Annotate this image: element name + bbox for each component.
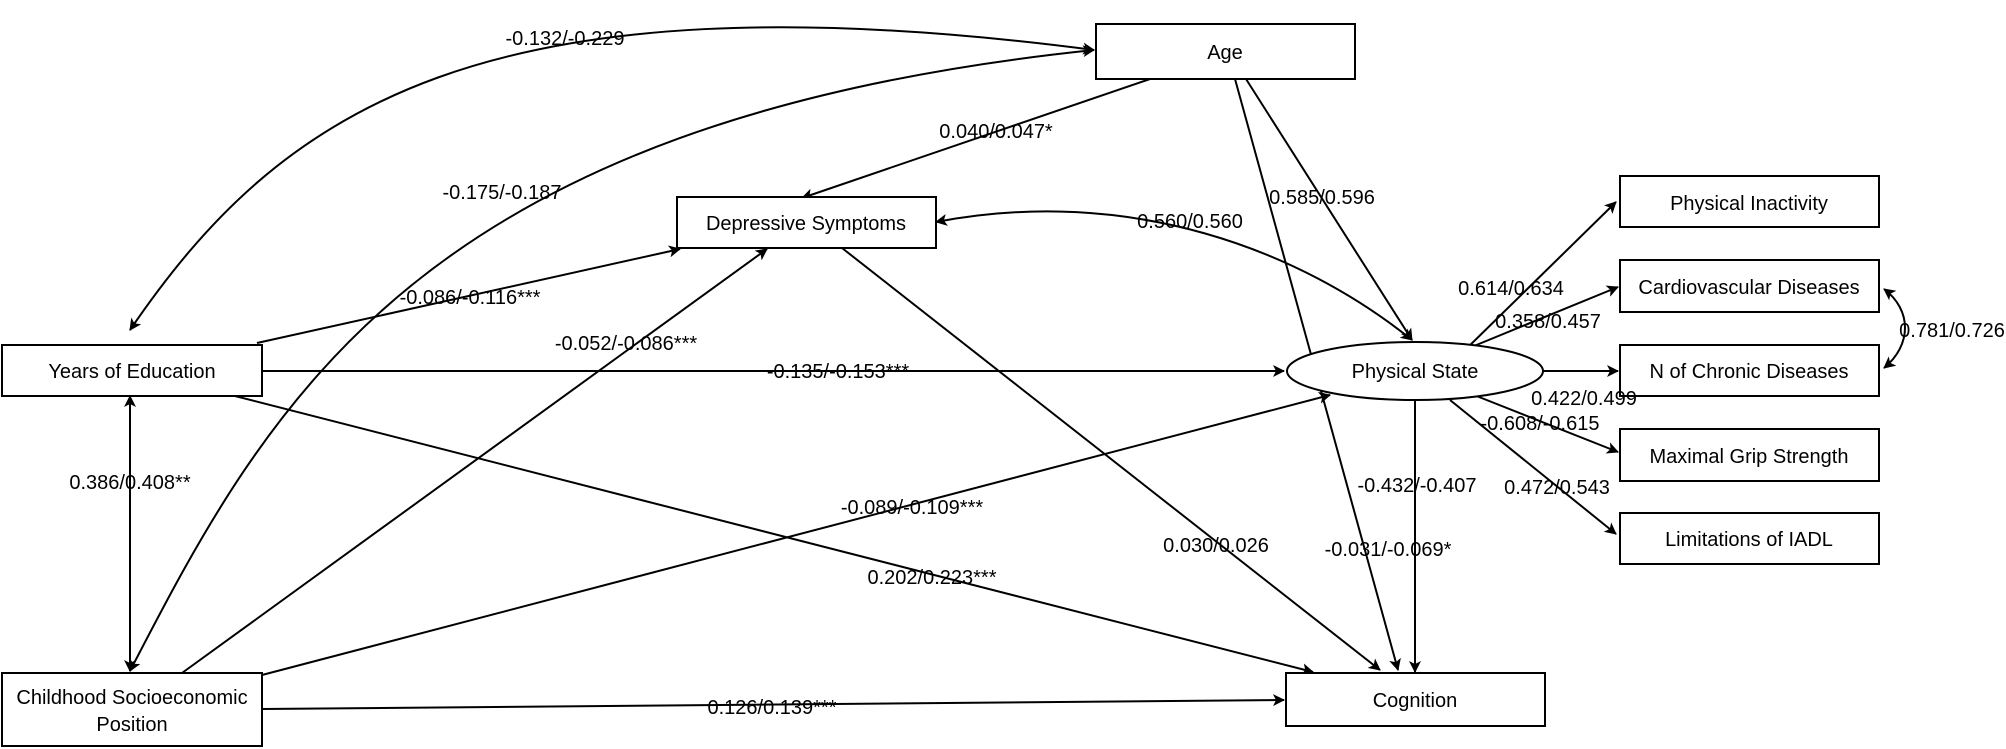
edge-childhood-physical: [261, 391, 1331, 676]
label-cardiovascular-chronic: 0.781/0.726: [1899, 320, 2005, 342]
label-education-depressive: -0.086/-0.116***: [400, 287, 541, 309]
node-grip-label: Maximal Grip Strength: [1650, 446, 1849, 468]
node-grip-box: [1619, 428, 1880, 482]
label-physical-cognition: -0.432/-0.407: [1358, 475, 1477, 497]
node-inactivity-label: Physical Inactivity: [1670, 193, 1828, 215]
edge-physical-cardiovascular: [1473, 285, 1619, 347]
label-age-depressive: 0.040/0.047*: [939, 121, 1053, 143]
edge-education-cognition: [234, 395, 1314, 676]
label-education-age: -0.132/-0.229: [506, 28, 625, 50]
node-physical-state: [1286, 341, 1544, 401]
node-childhood-label-2: Position: [96, 714, 167, 736]
edge-depressive-cognition: [841, 247, 1381, 671]
label-childhood-cognition: 0.126/0.139***: [707, 697, 836, 719]
label-age-cognition: -0.031/-0.069*: [1325, 539, 1452, 561]
node-cognition-box: [1285, 672, 1546, 727]
edge-childhood-age: [129, 45, 1095, 672]
node-cognition-label: Cognition: [1373, 690, 1458, 712]
edge-physical-inactivity: [1461, 201, 1617, 354]
node-cardiovascular-box: [1619, 259, 1880, 313]
node-education-label: Years of Education: [48, 361, 215, 383]
label-physical-inactivity: 0.614/0.634: [1458, 278, 1564, 300]
node-age-box: [1095, 23, 1356, 80]
label-childhood-physical: -0.089/-0.109***: [841, 497, 984, 519]
edge-cardiovascular-chronic: [1883, 288, 1906, 369]
edge-labels: -0.132/-0.229 -0.175/-0.187 0.040/0.047*…: [69, 28, 2004, 719]
node-age-label: Age: [1207, 42, 1243, 64]
node-chronic-box: [1619, 344, 1880, 397]
label-physical-cardiovascular: 0.358/0.457: [1495, 311, 1601, 333]
edge-depressive-physical: [935, 210, 1413, 341]
nodes: Age Depressive Symptoms Years of Educati…: [1, 23, 1880, 747]
node-childhood-label-1: Childhood Socioeconomic: [16, 687, 247, 709]
node-iadl-box: [1619, 512, 1880, 565]
node-iadl-label: Limitations of IADL: [1665, 529, 1833, 551]
node-depressive-label: Depressive Symptoms: [706, 213, 906, 235]
node-chronic-label: N of Chronic Diseases: [1650, 361, 1849, 383]
label-depressive-physical: 0.560/0.560: [1137, 211, 1243, 233]
label-education-physical: -0.135/-0.153***: [767, 361, 910, 383]
edge-education-depressive: [256, 245, 681, 344]
node-physical-state-label: Physical State: [1352, 361, 1479, 383]
edge-physical-iadl: [1449, 399, 1617, 535]
node-childhood-box: [1, 672, 263, 747]
node-depressive-box: [676, 196, 937, 249]
label-childhood-depressive: -0.052/-0.086***: [555, 333, 698, 355]
label-physical-grip: -0.608/-0.615: [1481, 413, 1600, 435]
label-education-childhood: 0.386/0.408**: [69, 472, 190, 494]
edge-childhood-depressive: [181, 248, 768, 674]
node-inactivity-box: [1619, 175, 1880, 228]
edge-physical-grip: [1473, 394, 1619, 454]
label-childhood-age: -0.175/-0.187: [443, 182, 562, 204]
edge-age-depressive: [801, 78, 1151, 201]
label-education-cognition: 0.202/0.223***: [867, 567, 996, 589]
label-physical-chronic: 0.422/0.499: [1531, 388, 1637, 410]
node-cardiovascular-label: Cardiovascular Diseases: [1638, 277, 1859, 299]
label-age-physical: 0.585/0.596: [1269, 187, 1375, 209]
label-physical-iadl: 0.472/0.543: [1504, 477, 1610, 499]
node-education-box: [1, 344, 263, 397]
edge-education-age: [129, 26, 1095, 331]
label-depressive-cognition: 0.030/0.026: [1163, 535, 1269, 557]
edge-childhood-cognition: [261, 694, 1285, 710]
